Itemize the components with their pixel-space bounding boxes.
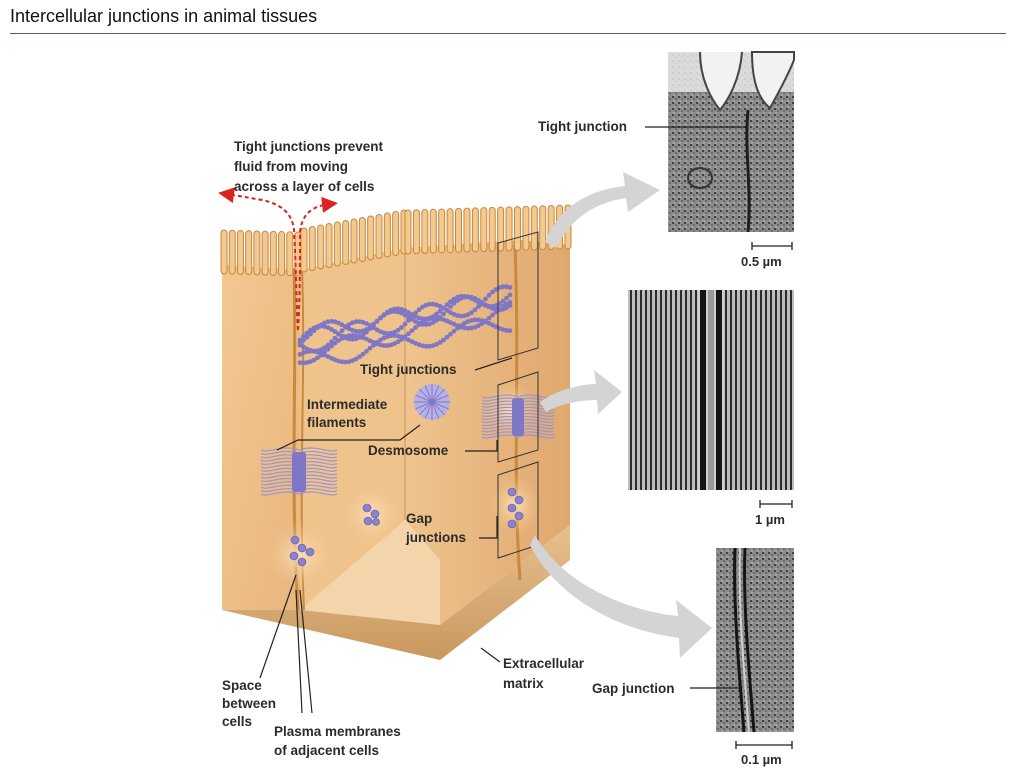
label-intermediate-filaments-2: filaments	[307, 415, 366, 430]
label-extracellular-matrix-2: matrix	[503, 676, 544, 691]
label-space-2: between	[222, 696, 276, 711]
diagram-labels: Tight junctions prevent fluid from movin…	[222, 119, 785, 767]
scale-label-tight: 0.5 µm	[741, 254, 782, 269]
label-gap-junctions-2: junctions	[405, 530, 466, 545]
label-plasma-membranes-1: Plasma membranes	[274, 724, 401, 739]
label-tight-junctions: Tight junctions	[360, 362, 457, 377]
label-intermediate-filaments-1: Intermediate	[307, 397, 388, 412]
note-line-2: fluid from moving	[234, 159, 348, 174]
label-space-3: cells	[222, 714, 252, 729]
scale-bars	[735, 242, 793, 749]
tight-junction-strands	[297, 284, 513, 366]
filament-bundle-interior	[414, 384, 450, 420]
label-gap-junctions-1: Gap	[406, 511, 432, 526]
desmosome-left	[260, 447, 338, 496]
label-plasma-membranes-2: of adjacent cells	[274, 743, 379, 758]
label-tight-junction: Tight junction	[538, 119, 627, 134]
gap-junction-clusters	[289, 487, 524, 567]
scale-label-gap: 0.1 µm	[741, 752, 782, 767]
label-gap-junction-micrograph: Gap junction	[592, 681, 675, 696]
callout-arrows	[530, 172, 712, 658]
micrograph-tight-junction	[668, 51, 795, 233]
note-line-1: Tight junctions prevent	[234, 139, 384, 154]
note-line-3: across a layer of cells	[234, 179, 374, 194]
label-extracellular-matrix-1: Extracellular	[503, 656, 585, 671]
micrograph-desmosome	[628, 290, 794, 490]
label-space-1: Space	[222, 678, 262, 693]
extracellular-matrix-slab	[222, 525, 570, 660]
micrograph-gap-junction	[716, 547, 794, 733]
scale-label-desmosome: 1 µm	[755, 512, 785, 527]
fluid-flow-arrows	[218, 187, 338, 331]
label-desmosome: Desmosome	[368, 443, 449, 458]
page-title: Intercellular junctions in animal tissue…	[10, 6, 318, 26]
cell-front-face	[222, 265, 300, 610]
leader-lines	[259, 126, 748, 714]
title-divider	[10, 33, 1006, 34]
desmosome-right	[481, 394, 555, 439]
